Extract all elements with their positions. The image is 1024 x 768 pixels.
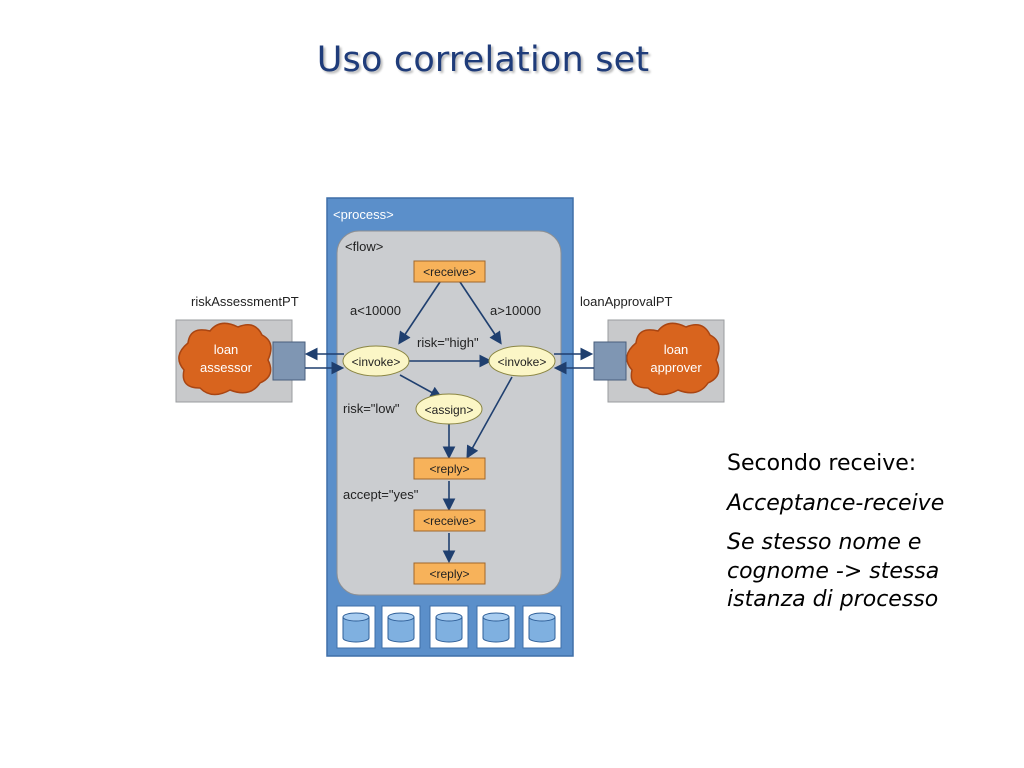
arrow-invoke-left-to-assign bbox=[399, 374, 443, 399]
arrow-receive-to-invoke-left bbox=[398, 281, 441, 345]
side-notes: Secondo receive: Acceptance-receive Se s… bbox=[727, 450, 987, 626]
arrow-receive-to-invoke-right bbox=[459, 281, 502, 345]
right-service-line1: loan bbox=[664, 342, 689, 357]
slide-title: Uso correlation set bbox=[316, 40, 650, 80]
note-line-2: Acceptance-receive bbox=[727, 490, 945, 516]
database-icon bbox=[381, 605, 421, 649]
left-service-line1: loan bbox=[214, 342, 239, 357]
reply-node-2 bbox=[413, 562, 486, 585]
process-label: <process> bbox=[333, 207, 394, 222]
right-port-label: loanApprovalPT bbox=[580, 294, 673, 309]
right-port-connector bbox=[593, 341, 627, 381]
database-row bbox=[336, 605, 562, 649]
reply-node-1-label: <reply> bbox=[429, 462, 469, 476]
note-line-3: Se stesso nome e cognome -> stessa istan… bbox=[727, 530, 940, 613]
loan-approver-cloud bbox=[626, 322, 720, 396]
cond-gt-label: a>10000 bbox=[490, 303, 541, 318]
accept-yes-label: accept="yes" bbox=[343, 487, 419, 502]
left-port-connector bbox=[272, 341, 306, 381]
assign-label: <assign> bbox=[425, 403, 474, 417]
risk-high-label: risk="high" bbox=[417, 335, 479, 350]
receive-node-2 bbox=[413, 509, 486, 532]
receive-node-1-label: <receive> bbox=[423, 265, 476, 279]
database-icon bbox=[336, 605, 376, 649]
database-icon bbox=[476, 605, 516, 649]
invoke-node-right bbox=[488, 345, 556, 377]
reply-node-2-label: <reply> bbox=[429, 567, 469, 581]
database-icon bbox=[522, 605, 562, 649]
database-icon bbox=[429, 605, 469, 649]
left-service-line2: assessor bbox=[200, 360, 253, 375]
left-port-label: riskAssessmentPT bbox=[191, 294, 299, 309]
flow-label: <flow> bbox=[345, 239, 383, 254]
invoke-left-label: <invoke> bbox=[352, 355, 401, 369]
risk-low-label: risk="low" bbox=[343, 401, 400, 416]
invoke-node-left bbox=[342, 345, 410, 377]
reply-node-1 bbox=[413, 457, 486, 480]
receive-node-2-label: <receive> bbox=[423, 514, 476, 528]
receive-node-1 bbox=[413, 260, 486, 283]
note-line-1: Secondo receive: bbox=[727, 451, 917, 476]
cond-lt-label: a<10000 bbox=[350, 303, 401, 318]
loan-assessor-cloud bbox=[178, 322, 272, 396]
invoke-right-label: <invoke> bbox=[498, 355, 547, 369]
assign-node bbox=[415, 393, 483, 425]
right-service-line2: approver bbox=[650, 360, 702, 375]
arrow-invoke-right-to-reply bbox=[466, 376, 513, 459]
